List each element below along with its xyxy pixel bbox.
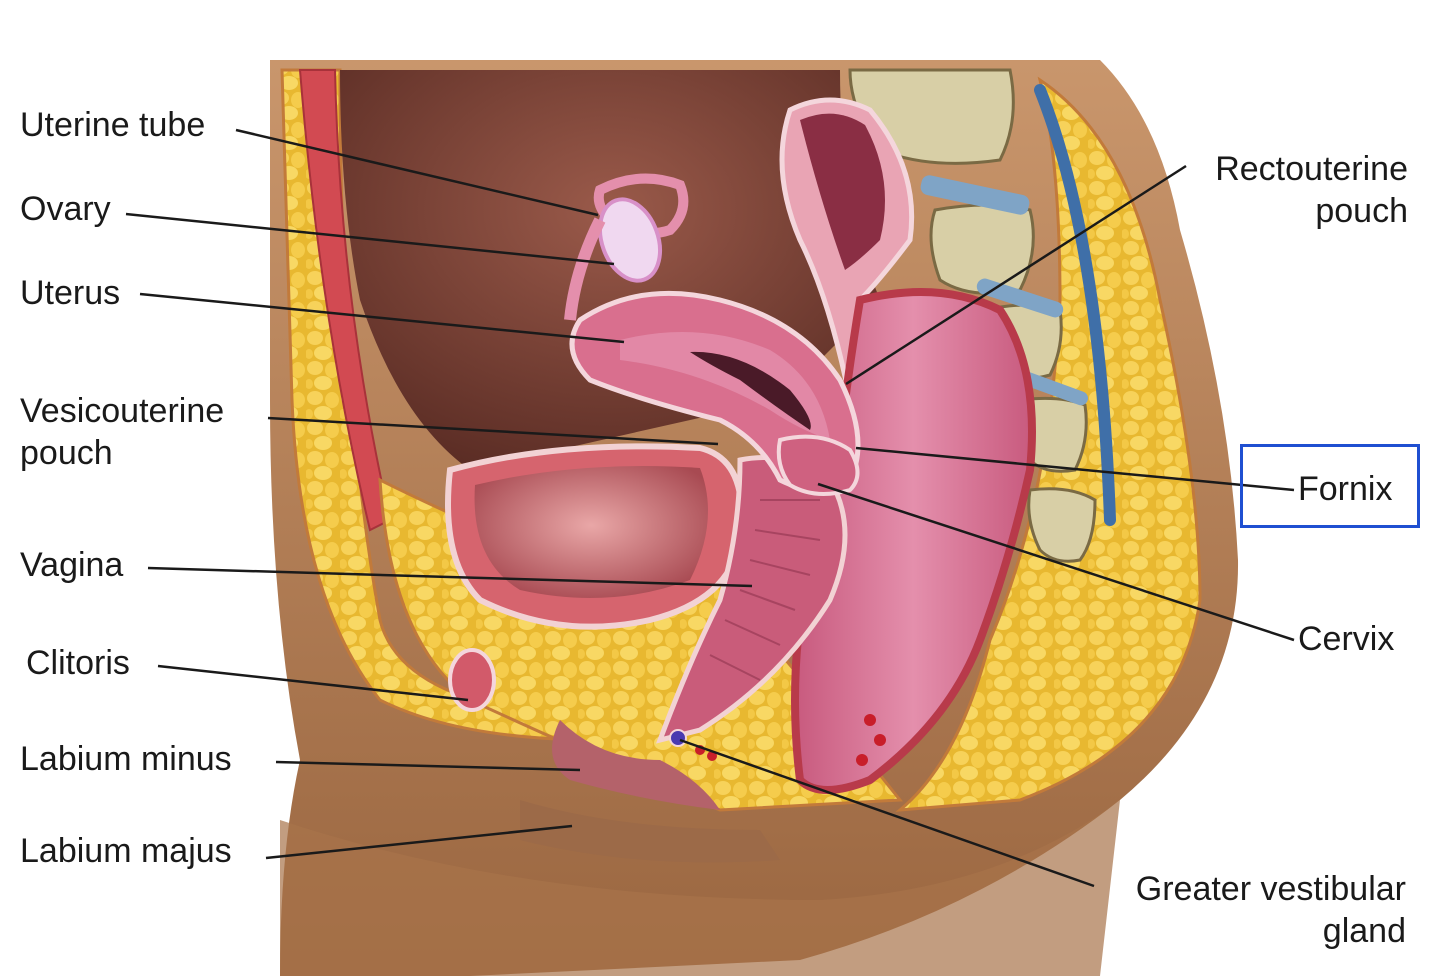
label-clitoris: Clitoris [26, 644, 130, 682]
leader-uterine-tube [235, 128, 599, 217]
label-rectouterine-line2: pouch [1315, 192, 1408, 230]
leader-vagina [147, 566, 753, 588]
label-greater-vestibular-line2: gland [1322, 912, 1406, 950]
leader-rectouterine [845, 164, 1187, 386]
leader-greater-vestibular [679, 738, 1095, 888]
fornix-highlight-box [1240, 444, 1420, 528]
label-vesicouterine-line2: pouch [20, 434, 113, 472]
leader-uterus [139, 292, 625, 344]
label-greater-vestibular-line1: Greater vestibular [1135, 870, 1406, 908]
leader-labium-majus [265, 824, 573, 860]
label-fornix: Fornix [1298, 470, 1393, 508]
label-cervix: Cervix [1298, 620, 1395, 658]
greater-vestibular-gland-shape [669, 729, 687, 747]
ovary-shape [598, 197, 662, 283]
label-vagina: Vagina [20, 546, 124, 584]
cervix-shape [776, 434, 860, 496]
leader-fornix [855, 446, 1295, 492]
spinal-canal [1034, 84, 1116, 526]
label-vesicouterine-line1: Vesicouterine [20, 392, 225, 430]
labium-minus-shape [552, 720, 720, 810]
label-labium-majus: Labium majus [20, 832, 232, 870]
leader-lines [125, 128, 1295, 888]
label-labium-minus: Labium minus [20, 740, 232, 778]
leader-labium-minus [275, 760, 581, 772]
leader-clitoris [157, 664, 469, 702]
thigh-shading [280, 800, 1120, 976]
leader-ovary [125, 212, 615, 266]
clitoris-shape [448, 648, 496, 712]
leader-vesicouterine [267, 416, 719, 446]
labium-majus-shape [520, 800, 780, 863]
label-ovary: Ovary [20, 190, 111, 228]
label-rectouterine-line1: Rectouterine [1215, 150, 1408, 188]
label-uterine-tube: Uterine tube [20, 106, 206, 144]
uterine-cavity [690, 351, 811, 430]
label-uterus: Uterus [20, 274, 121, 312]
leader-cervix [817, 482, 1295, 642]
